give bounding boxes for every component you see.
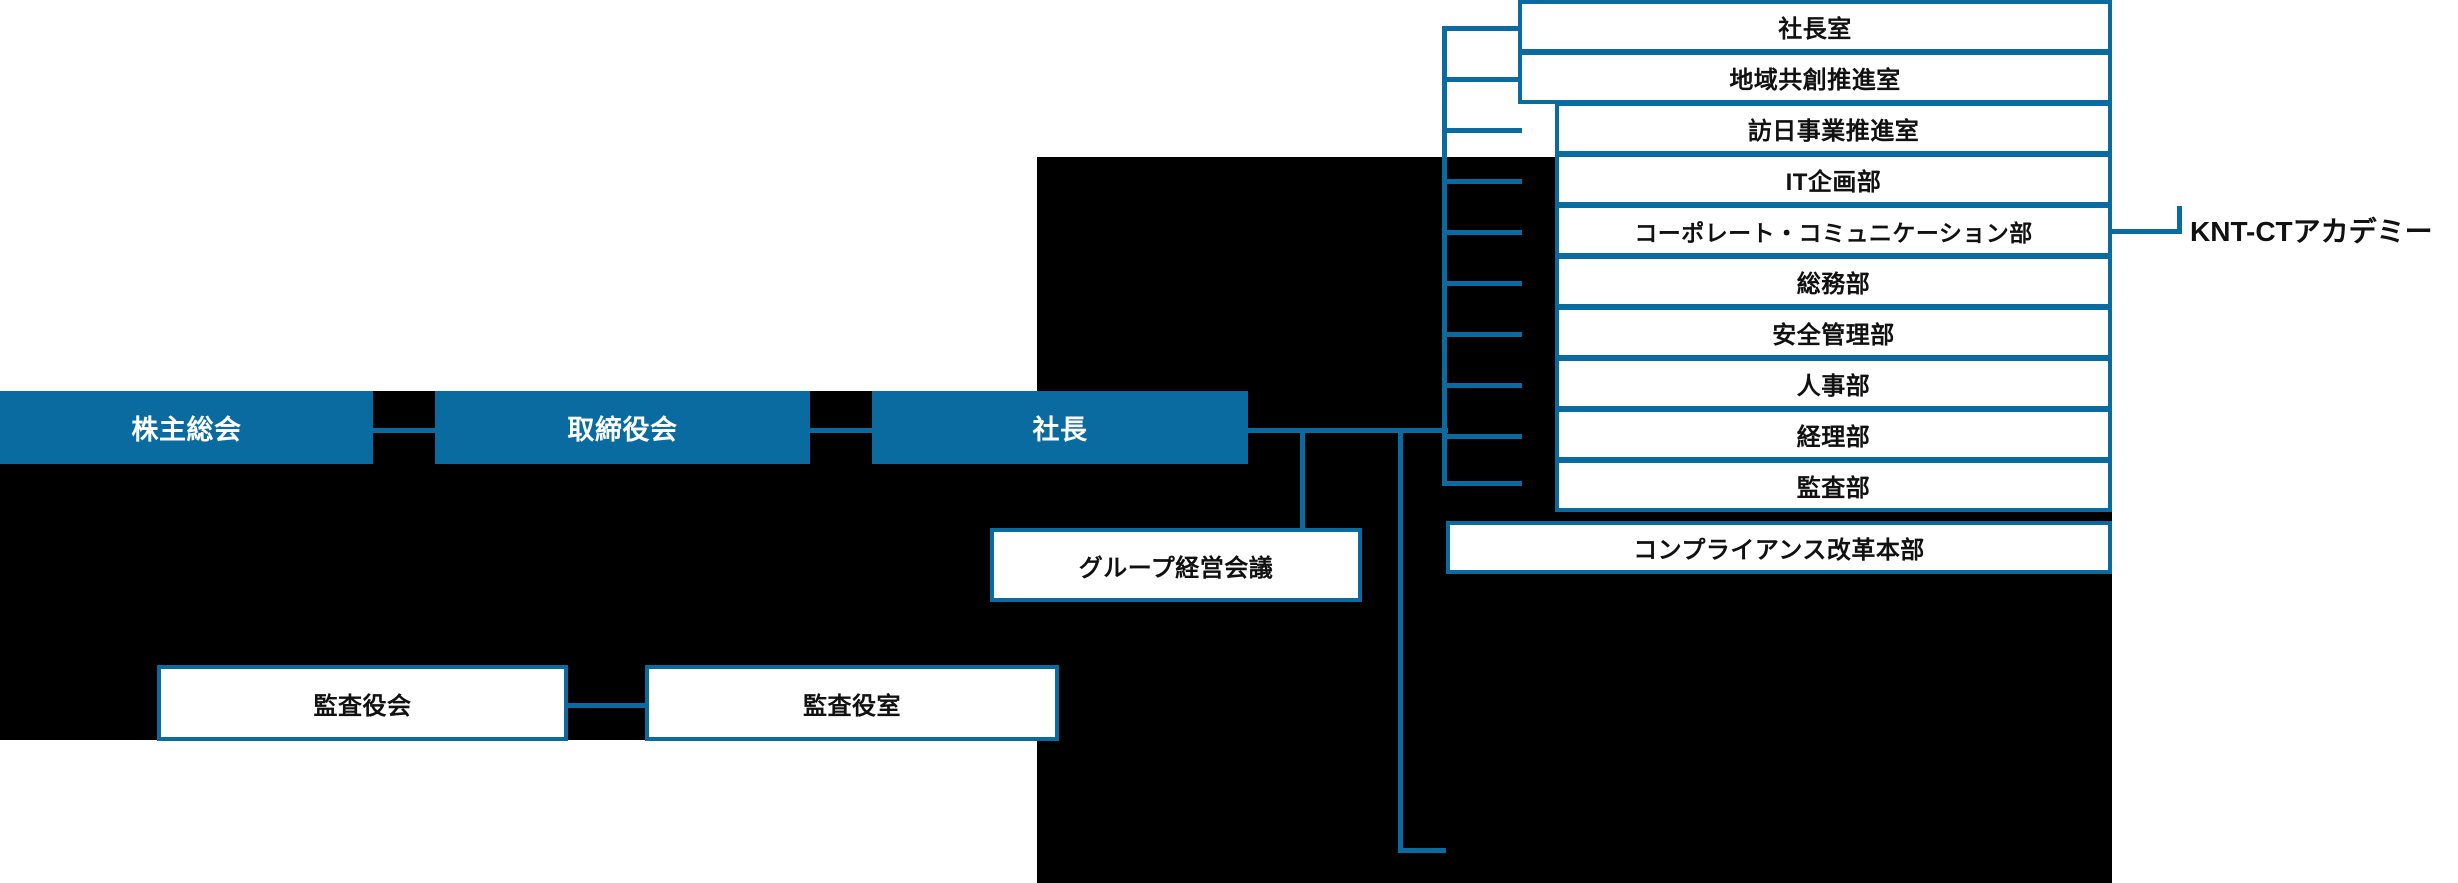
node-label: 監査役会 — [313, 692, 412, 720]
node-board-of-directors[interactable]: 取締役会 — [435, 391, 810, 464]
node-label: 総務部 — [1796, 271, 1871, 298]
node-division-4[interactable]: IT企画部 — [1555, 153, 2112, 206]
node-division-8[interactable]: 人事部 — [1555, 357, 2112, 410]
node-division-1[interactable]: 社長室 — [1518, 0, 2112, 53]
node-label: 安全管理部 — [1772, 322, 1895, 349]
connector-board-president — [810, 428, 872, 433]
node-label: コンプライアンス改革本部 — [1633, 537, 1925, 564]
connector-corporatecomm-academy — [2110, 229, 2182, 234]
node-label: 社長室 — [1778, 16, 1852, 43]
node-division-3[interactable]: 訪日事業推進室 — [1555, 102, 2112, 155]
node-label: 訪日事業推進室 — [1747, 118, 1920, 145]
connector-division-9 — [1442, 434, 1522, 439]
node-label: 取締役会 — [567, 415, 678, 445]
connector-division-4 — [1442, 179, 1522, 184]
node-knt-ct-academy[interactable]: KNT-CTアカデミー — [2190, 210, 2433, 250]
node-division-9[interactable]: 経理部 — [1555, 408, 2112, 461]
node-label: 監査部 — [1796, 475, 1871, 502]
node-auditors-board[interactable]: 監査役会 — [157, 665, 568, 741]
node-label: グループ経営会議 — [1078, 554, 1274, 582]
node-division-6[interactable]: 総務部 — [1555, 255, 2112, 308]
connector-division-8 — [1442, 383, 1522, 388]
node-division-10[interactable]: 監査部 — [1555, 459, 2112, 512]
connector-division-7 — [1442, 332, 1522, 337]
connector-division-6 — [1442, 281, 1522, 286]
division-trunk-line — [1442, 26, 1447, 481]
node-label: 監査役室 — [803, 692, 901, 720]
node-label: 地域共創推進室 — [1729, 67, 1901, 94]
node-label: 社長 — [1032, 415, 1088, 445]
connector-division-3 — [1442, 128, 1522, 133]
connector-academy-cap — [2177, 206, 2182, 234]
connector-division-2 — [1442, 77, 1522, 82]
node-group-management-meeting[interactable]: グループ経営会議 — [990, 528, 1362, 602]
connector-president-stub — [1248, 428, 1448, 433]
node-label: 人事部 — [1796, 373, 1871, 400]
node-division-7[interactable]: 安全管理部 — [1555, 306, 2112, 359]
node-label: KNT-CTアカデミー — [2190, 216, 2433, 247]
node-compliance-reform-hq[interactable]: コンプライアンス改革本部 — [1446, 521, 2112, 574]
connector-compliance-horizontal — [1398, 848, 1446, 853]
node-label: 経理部 — [1796, 424, 1871, 451]
connector-shareholders-board — [373, 428, 435, 433]
connector-auditorsboard-auditorsoffice — [565, 703, 645, 708]
node-label: IT企画部 — [1785, 169, 1882, 196]
connector-division-5 — [1442, 230, 1522, 235]
node-shareholders-meeting[interactable]: 株主総会 — [0, 391, 373, 464]
node-division-2[interactable]: 地域共創推進室 — [1518, 51, 2112, 104]
connector-president-to-compliance — [1398, 428, 1403, 853]
connector-division-1 — [1442, 26, 1522, 31]
node-label: コーポレート・コミュニケーション部 — [1634, 219, 2033, 246]
node-division-5[interactable]: コーポレート・コミュニケーション部 — [1555, 204, 2112, 257]
node-president[interactable]: 社長 — [872, 391, 1248, 464]
connector-president-to-group-meeting — [1300, 428, 1305, 531]
node-label: 株主総会 — [131, 415, 242, 445]
connector-division-10 — [1442, 481, 1522, 486]
node-auditors-office[interactable]: 監査役室 — [645, 665, 1059, 741]
